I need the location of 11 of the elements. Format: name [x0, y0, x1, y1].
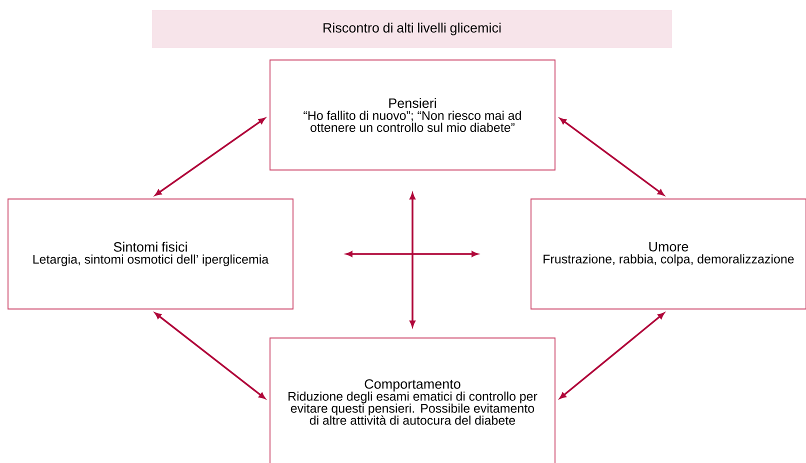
double-arrow — [560, 312, 664, 399]
double-arrow — [560, 118, 664, 196]
double-arrow — [410, 193, 416, 327]
process-box: Sintomi fisici Letargia, sintomi osmotici dell’ iperglicemia — [8, 198, 294, 310]
title-band: Riscontro di alti livelli glicemici — [152, 10, 672, 48]
process-box: Umore Frustrazione, rabbia, colpa, demoralizzazione — [530, 198, 806, 310]
process-box: Comportamento Riduzione degli esami ematici di controllo per evitare questi pensieri. Possibile evitamento di altre attività di autocura del diabete — [270, 338, 556, 463]
process-box: Pensieri “Ho fallito di nuovo”; “Non riesco mai ad ottenere un controllo sul mio diabete” — [270, 60, 556, 170]
double-arrow — [346, 251, 478, 257]
double-arrow — [155, 118, 266, 196]
double-arrow — [154, 312, 266, 399]
